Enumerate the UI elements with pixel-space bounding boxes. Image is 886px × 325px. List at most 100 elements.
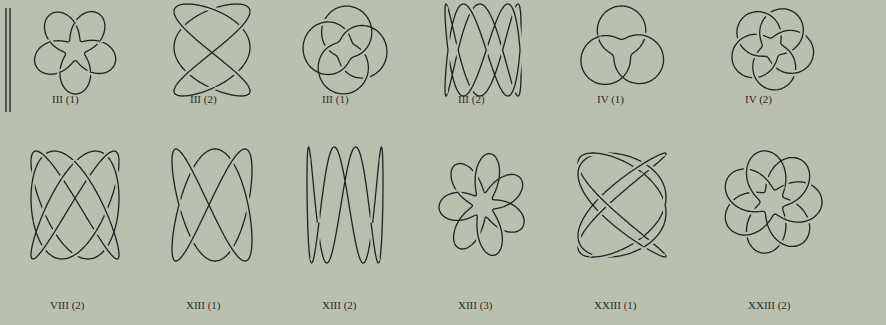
knot-strand bbox=[244, 36, 250, 64]
crossing-gap bbox=[629, 55, 631, 66]
knot-drawings bbox=[31, 4, 822, 263]
crossing-gap bbox=[439, 192, 458, 215]
knot-strand bbox=[644, 163, 666, 205]
knot-strand bbox=[598, 37, 608, 52]
crossing-gap bbox=[74, 161, 110, 221]
knot-strand bbox=[504, 174, 522, 195]
crossing-gap bbox=[492, 185, 500, 200]
crossing-gap bbox=[445, 50, 448, 96]
crossing-gap bbox=[60, 72, 76, 94]
crossing-gap bbox=[225, 238, 245, 261]
crossing-gap bbox=[463, 50, 486, 96]
knot-strand bbox=[174, 4, 250, 96]
crossing-gap bbox=[174, 36, 180, 64]
knot-strand bbox=[592, 189, 643, 236]
figure-label: III (2) bbox=[190, 94, 217, 105]
knot-strand bbox=[582, 37, 599, 55]
crossing-gap bbox=[458, 192, 473, 208]
figure-label: III (2) bbox=[458, 94, 485, 105]
knot-figure bbox=[578, 153, 666, 257]
crossing-gap bbox=[31, 161, 39, 221]
crossing-gap bbox=[312, 223, 319, 263]
margin-rule bbox=[5, 8, 6, 112]
knot-strand bbox=[725, 151, 822, 253]
knot-figure bbox=[174, 4, 250, 96]
knot-strand bbox=[311, 158, 318, 223]
knot-strand bbox=[439, 192, 458, 215]
crossing-gap bbox=[614, 58, 618, 72]
crossing-gap bbox=[732, 35, 749, 65]
crossing-gap bbox=[771, 30, 791, 38]
crossing-gap bbox=[81, 40, 100, 41]
crossing-gap bbox=[100, 151, 119, 161]
crossing-gap bbox=[508, 50, 520, 96]
crossing-gap bbox=[725, 218, 764, 235]
crossing-gap bbox=[793, 11, 804, 45]
knot-strand bbox=[371, 223, 378, 263]
knot-figure bbox=[725, 151, 822, 253]
knot-strand bbox=[33, 222, 61, 259]
figure-label: XXIII (1) bbox=[594, 300, 636, 311]
knot-figure bbox=[35, 12, 116, 94]
knot-strand bbox=[303, 6, 387, 94]
knot-strand bbox=[327, 223, 338, 263]
crossing-gap bbox=[60, 61, 75, 73]
knot-strand bbox=[50, 42, 65, 53]
knot-strand bbox=[767, 55, 779, 73]
knot-strand bbox=[508, 50, 520, 96]
knot-strand bbox=[172, 149, 252, 261]
crossing-gap bbox=[85, 53, 91, 72]
crossing-gap bbox=[327, 223, 338, 263]
crossing-gap bbox=[493, 210, 503, 243]
crossing-gap bbox=[172, 160, 179, 205]
knot-strand bbox=[492, 185, 500, 200]
knot-figure bbox=[732, 9, 814, 90]
knot-figure bbox=[31, 151, 119, 259]
knot-strand bbox=[629, 55, 631, 66]
knot-strand bbox=[638, 35, 659, 45]
figure-label: XIII (2) bbox=[322, 300, 357, 311]
crossing-gap bbox=[744, 12, 778, 23]
knot-strand bbox=[581, 6, 664, 84]
knot-strand bbox=[614, 58, 618, 72]
knot-strand bbox=[725, 218, 764, 235]
crossing-gap bbox=[199, 149, 224, 160]
crossing-gap bbox=[341, 72, 368, 94]
knot-strand bbox=[232, 13, 250, 36]
knot-strand bbox=[764, 177, 783, 190]
crossing-gap bbox=[508, 4, 520, 50]
knot-strand bbox=[318, 44, 333, 66]
crossing-gap bbox=[91, 63, 116, 74]
knot-strand bbox=[244, 188, 252, 238]
knot-strand bbox=[627, 153, 665, 174]
knot-strand bbox=[40, 161, 76, 221]
knot-figure bbox=[307, 147, 383, 263]
knot-strand bbox=[324, 63, 347, 74]
crossing-gap bbox=[304, 158, 311, 223]
knot-strand bbox=[771, 30, 791, 38]
crossing-gap bbox=[62, 222, 101, 259]
crossing-gap bbox=[644, 163, 666, 205]
crossing-gap bbox=[311, 158, 318, 223]
crossing-gap bbox=[463, 4, 486, 50]
crossing-gap bbox=[605, 6, 630, 13]
knot-strand bbox=[60, 61, 75, 73]
crossing-gap bbox=[371, 223, 378, 263]
knot-strand bbox=[74, 161, 110, 221]
crossing-gap bbox=[772, 230, 810, 246]
knot-strand bbox=[307, 147, 383, 263]
knot-strand bbox=[172, 160, 179, 205]
crossing-gap bbox=[578, 221, 592, 254]
crossing-gap bbox=[350, 147, 361, 158]
crossing-gap bbox=[578, 156, 592, 189]
knot-strand bbox=[744, 12, 778, 23]
knot-strand bbox=[225, 238, 245, 261]
crossing-gap bbox=[638, 35, 659, 45]
knot-strand bbox=[341, 72, 368, 94]
crossing-gap bbox=[188, 4, 222, 13]
knot-strand bbox=[746, 51, 767, 57]
knot-strand bbox=[69, 23, 75, 42]
crossing-gap bbox=[373, 158, 380, 223]
knot-strand bbox=[199, 149, 224, 160]
crossing-gap bbox=[35, 42, 51, 64]
